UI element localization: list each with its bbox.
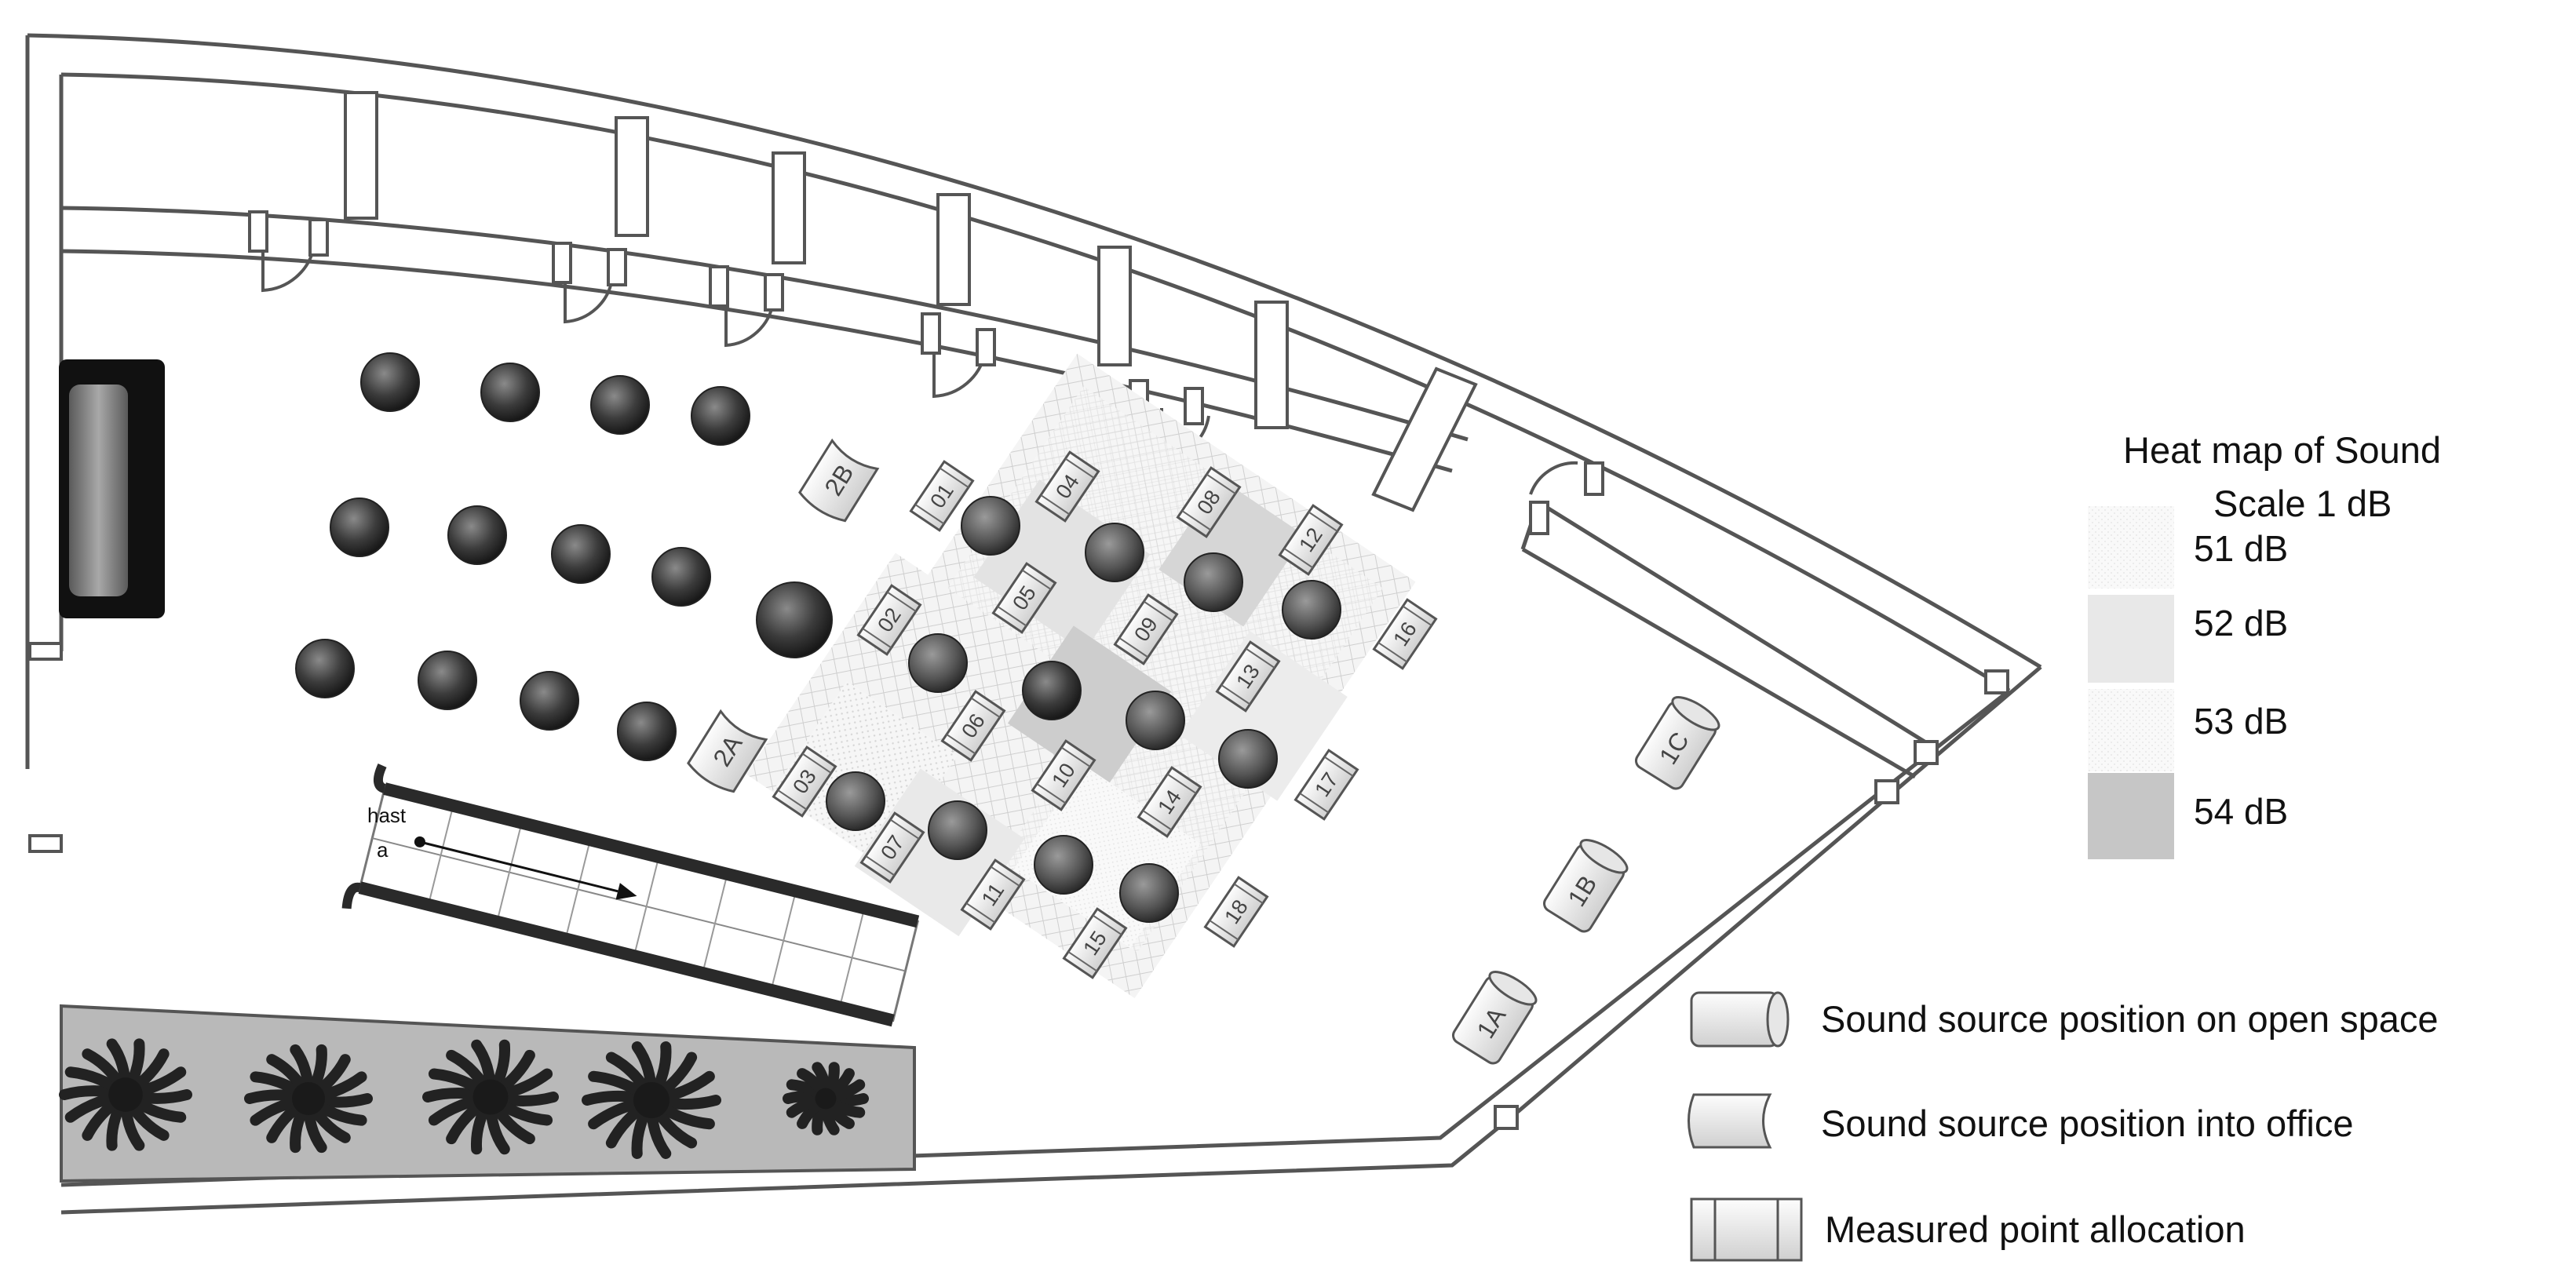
measured-point-13: 13 bbox=[1215, 640, 1281, 713]
measured-point-07: 07 bbox=[859, 811, 925, 884]
palm-tree-2 bbox=[244, 1044, 373, 1154]
table-18 bbox=[908, 633, 968, 693]
office-source-2b: 2B bbox=[798, 438, 880, 523]
table-20 bbox=[1126, 691, 1185, 750]
table-21 bbox=[1218, 729, 1278, 789]
table-15 bbox=[1085, 523, 1144, 582]
measured-point-06: 06 bbox=[940, 690, 1006, 762]
measured-point-05: 05 bbox=[991, 562, 1057, 634]
measured-point-03: 03 bbox=[772, 745, 837, 818]
escalator bbox=[341, 763, 920, 1027]
legend-swatch-51 bbox=[2088, 506, 2174, 589]
legend-label-53: 53 dB bbox=[2194, 701, 2288, 742]
legend-label-51: 51 dB bbox=[2194, 528, 2288, 569]
open-space-source-1a: 1A bbox=[1452, 971, 1538, 1065]
palm-trees bbox=[59, 1038, 869, 1159]
table-5 bbox=[330, 498, 389, 557]
table-7 bbox=[551, 524, 611, 584]
table-8 bbox=[651, 547, 711, 607]
table-13 bbox=[756, 581, 833, 658]
table-12 bbox=[617, 702, 677, 761]
measured-point-09: 09 bbox=[1113, 593, 1179, 665]
key-measured-label: Measured point allocation bbox=[1825, 1208, 2246, 1250]
legend-swatch-53 bbox=[2088, 689, 2174, 771]
symbol-key: Sound source position on open space Soun… bbox=[1688, 991, 2439, 1262]
legend-title-line2: Scale 1 dB bbox=[2213, 483, 2392, 524]
table-4 bbox=[691, 386, 750, 446]
measured-point-11: 11 bbox=[960, 858, 1026, 931]
legend-swatch-52 bbox=[2088, 595, 2174, 683]
table-11 bbox=[520, 671, 579, 731]
table-19 bbox=[1022, 661, 1082, 720]
legend-label-52: 52 dB bbox=[2194, 603, 2288, 643]
key-open-space-label: Sound source position on open space bbox=[1821, 998, 2439, 1040]
escalator-label-top: hast bbox=[367, 804, 407, 827]
table-3 bbox=[590, 375, 650, 435]
open-space-source-1b: 1B bbox=[1543, 839, 1629, 933]
table-24 bbox=[1034, 835, 1093, 895]
table-9 bbox=[295, 639, 355, 698]
office-source-2a: 2A bbox=[687, 709, 768, 793]
table-17 bbox=[1282, 580, 1341, 640]
office-partitions bbox=[344, 91, 1478, 512]
palm-tree-1 bbox=[59, 1038, 192, 1151]
measured-point-12: 12 bbox=[1278, 504, 1344, 576]
palm-tree-5 bbox=[783, 1062, 869, 1135]
table-2 bbox=[480, 363, 540, 422]
key-office-label: Sound source position into office bbox=[1821, 1103, 2353, 1144]
legend-title-line1: Heat map of Sound bbox=[2123, 429, 2441, 471]
table-16 bbox=[1184, 552, 1243, 612]
measured-point-14: 14 bbox=[1137, 766, 1202, 838]
table-1 bbox=[360, 352, 420, 412]
table-22 bbox=[826, 771, 885, 831]
palm-tree-4 bbox=[582, 1041, 721, 1159]
heat-legend: Heat map of Sound Scale 1 dB 51 dB 52 dB… bbox=[2088, 429, 2441, 859]
measured-point-04: 04 bbox=[1034, 450, 1100, 523]
tables bbox=[295, 352, 1341, 923]
table-14 bbox=[961, 496, 1020, 556]
palm-tree-3 bbox=[422, 1039, 559, 1155]
office-source-symbol bbox=[1688, 1093, 1772, 1149]
table-25 bbox=[1119, 863, 1179, 923]
table-6 bbox=[447, 505, 507, 565]
table-23 bbox=[928, 800, 987, 860]
measured-point-10: 10 bbox=[1031, 739, 1096, 811]
measured-point-02: 02 bbox=[856, 584, 922, 656]
legend-label-54: 54 dB bbox=[2194, 791, 2288, 832]
measured-point-symbol bbox=[1690, 1197, 1803, 1262]
measured-point-15: 15 bbox=[1062, 907, 1128, 979]
escalator-label-bottom: a bbox=[377, 838, 389, 862]
sofa bbox=[59, 359, 165, 618]
table-10 bbox=[418, 651, 477, 710]
measured-point-08: 08 bbox=[1176, 466, 1242, 538]
measured-point-01: 01 bbox=[909, 460, 975, 532]
open-space-source-symbol bbox=[1690, 991, 1790, 1048]
measured-point-18: 18 bbox=[1203, 876, 1269, 948]
measured-point-17: 17 bbox=[1293, 749, 1359, 821]
open-space-source-1c: 1C bbox=[1635, 696, 1720, 790]
legend-swatch-54 bbox=[2088, 773, 2174, 859]
measured-point-16: 16 bbox=[1372, 598, 1438, 670]
